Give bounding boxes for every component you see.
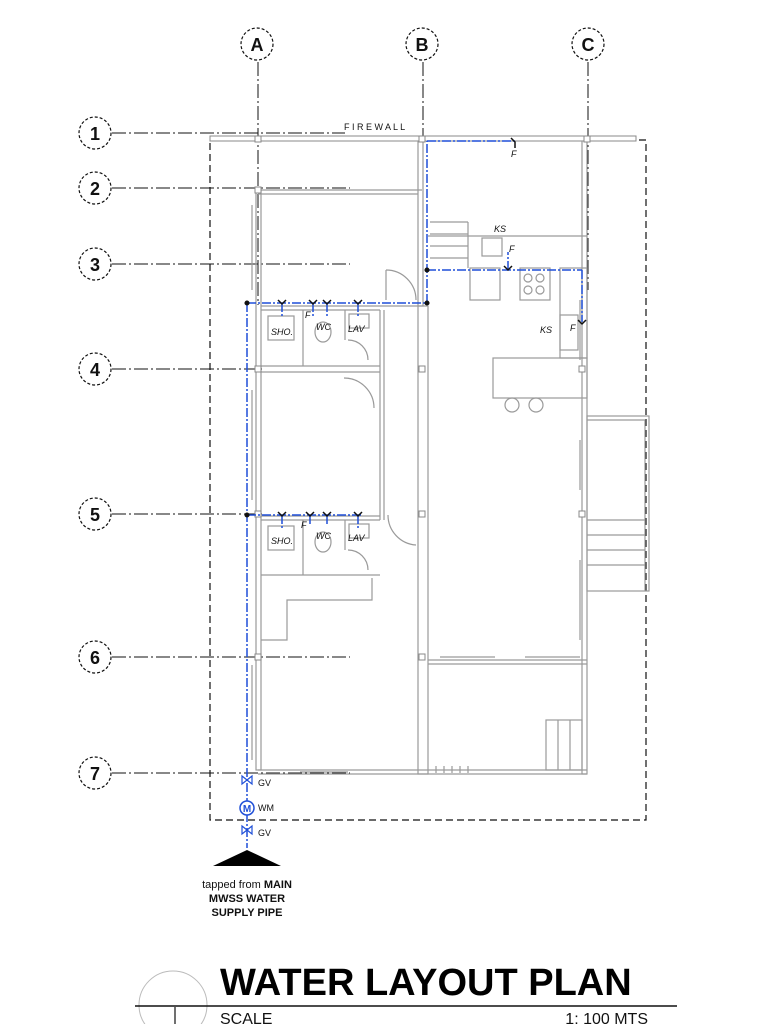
grid-row-5-bubble: 5 xyxy=(78,497,112,531)
lower-lav-label: LAV xyxy=(348,533,366,543)
grid-row-6-bubble: 6 xyxy=(78,640,112,674)
upper-f-label: F xyxy=(305,310,311,320)
supply-entry: GV M WM GV tapped from MAIN MWSS WATER S… xyxy=(202,774,292,919)
lower-wc-label: WC xyxy=(316,531,331,541)
walls xyxy=(251,140,650,775)
supply-arrow-icon xyxy=(213,850,281,866)
firewall-label: F I R E W A L L xyxy=(344,122,405,132)
gate-valve-lower-label: GV xyxy=(258,828,271,838)
grid-column-a-bubble: A xyxy=(240,27,274,61)
gate-valve-upper-label: GV xyxy=(258,778,271,788)
supply-note-line2: MWSS WATER xyxy=(209,893,285,905)
grid-row-5-label: 5 xyxy=(90,505,100,525)
grid-row-2-label: 2 xyxy=(90,179,100,199)
grid-column-c-bubble: C xyxy=(571,27,605,61)
grid-column-a-label: A xyxy=(251,35,264,55)
lower-shower-label: SHO. xyxy=(271,536,293,546)
kitchen-sink-east-label: KS xyxy=(540,325,552,335)
upper-lav-label: LAV xyxy=(348,324,366,334)
pipe-fittings xyxy=(244,137,587,518)
upper-wc-label: WC xyxy=(316,322,331,332)
kitchen-east-f-label: F xyxy=(570,323,576,333)
lower-f-label: F xyxy=(301,520,307,530)
grid-row-3-bubble: 3 xyxy=(78,247,112,281)
grid-column-b-label: B xyxy=(416,35,429,55)
column-markers xyxy=(254,135,591,661)
grid-row-1-label: 1 xyxy=(90,124,100,144)
grid-row-6-label: 6 xyxy=(90,648,100,668)
water-meter-symbol: M xyxy=(243,804,251,815)
grid-row-4-label: 4 xyxy=(90,360,100,380)
grid-row-1-bubble: 1 xyxy=(78,116,112,150)
supply-note-line1: tapped from MAIN xyxy=(202,879,292,891)
kitchen-sink-upper-label: KS xyxy=(494,224,506,234)
water-supply-pipes xyxy=(246,140,583,848)
water-meter-icon xyxy=(239,800,255,816)
grid-column-b-bubble: B xyxy=(405,27,439,61)
upper-shower-label: SHO. xyxy=(271,327,293,337)
water-meter-label: WM xyxy=(258,803,274,813)
firewall-f-label: F xyxy=(511,149,517,159)
scale-value: 1: 100 MTS xyxy=(565,1011,648,1024)
kitchen-upper-f-label: F xyxy=(509,244,515,254)
grid-row-3-label: 3 xyxy=(90,255,100,275)
gate-valve-lower-icon xyxy=(241,824,253,836)
scale-label: SCALE xyxy=(220,1011,272,1024)
title-block: WATER LAYOUT PLAN SCALE 1: 100 MTS xyxy=(135,962,677,1024)
grid-column-c-label: C xyxy=(582,35,595,55)
grid-row-7-label: 7 xyxy=(90,764,100,784)
title-bubble xyxy=(138,970,208,1024)
grid-row-2-bubble: 2 xyxy=(78,171,112,205)
gate-valve-upper-icon xyxy=(241,774,253,786)
property-boundary xyxy=(209,139,647,821)
supply-note-line3: SUPPLY PIPE xyxy=(212,907,283,919)
drawing-title: WATER LAYOUT PLAN xyxy=(220,962,632,1004)
grid-row-4-bubble: 4 xyxy=(78,352,112,386)
fixture-labels: SHO. WC LAV F SHO. WC LAV F KS F KS F F xyxy=(271,149,576,546)
grid-lines xyxy=(112,62,589,774)
grid-row-7-bubble: 7 xyxy=(78,756,112,790)
